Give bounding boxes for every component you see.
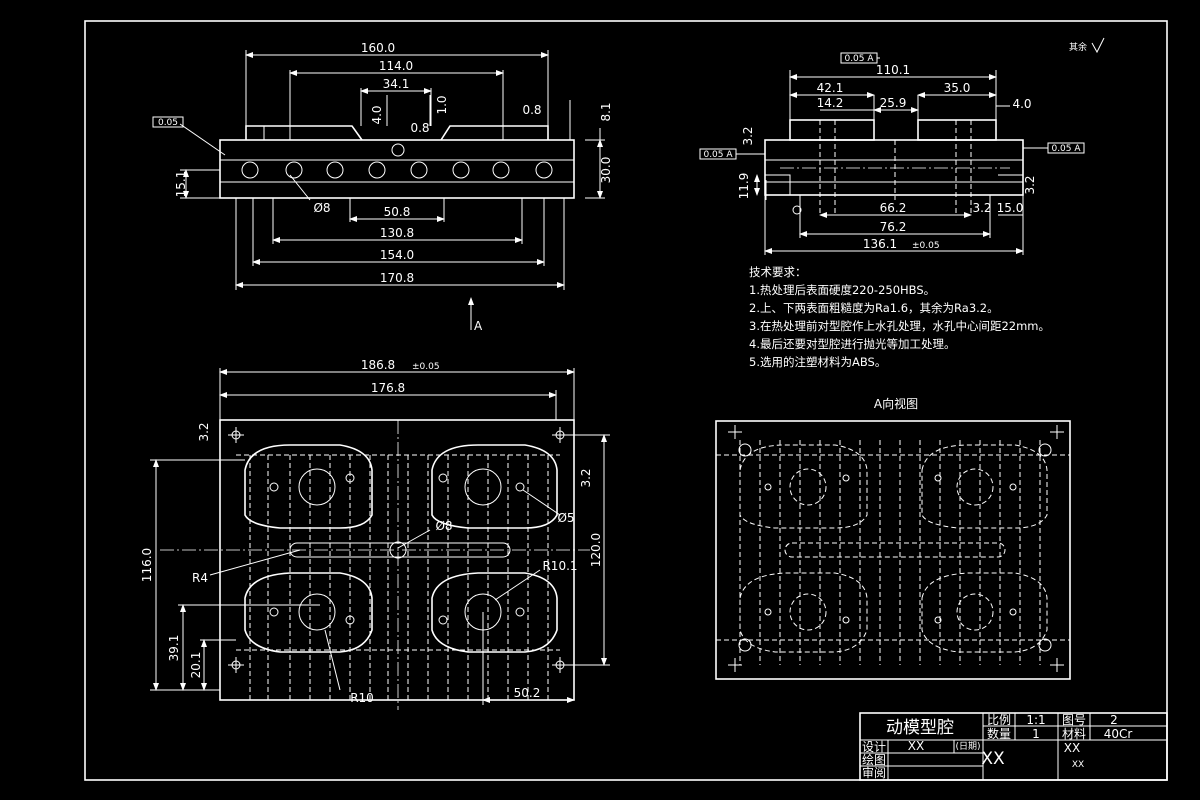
surface-finish-rest: 其余	[1069, 41, 1087, 53]
part-name: 动模型腔	[886, 718, 954, 738]
dim-15-side: 15.0	[997, 201, 1024, 215]
dim-186: 186.8	[361, 358, 395, 372]
side-section-view: 110.1 42.1 14.2 25.9 35.0 4.0 3.2 11.9 6…	[699, 37, 1105, 255]
dim-76: 76.2	[880, 220, 907, 234]
design-label: 设计	[862, 740, 886, 754]
review-label: 审阅	[862, 765, 886, 780]
sheet-border	[84, 20, 1168, 781]
front-body	[219, 139, 575, 199]
dim-34: 34.1	[383, 77, 410, 91]
requirement-4: 4.最后还要对型腔进行抛光等加工处理。	[749, 337, 955, 351]
dim-20: 20.1	[189, 652, 203, 679]
dim-66: 66.2	[880, 201, 907, 215]
dim-phi8: Ø8	[313, 201, 330, 215]
plan-view: 186.8 ±0.05 176.8 3.2 3.2 Ø5 Ø8 116.0 12…	[140, 358, 610, 710]
requirement-1: 1.热处理后表面硬度220-250HBS。	[749, 283, 935, 297]
dim-110: 110.1	[876, 63, 910, 77]
technical-requirements: 技术要求： 1.热处理后表面硬度220-250HBS。 2.上、下两表面粗糙度为…	[749, 265, 1050, 369]
dim-11: 11.9	[737, 173, 751, 200]
front-section-view: 160.0 114.0 34.1 4.0 1.0 0.8 0.8 8.1 30.…	[152, 41, 613, 333]
dim-160: 160.0	[361, 41, 395, 55]
parallelism-3: 0.05 A	[1051, 144, 1081, 154]
qty-value: 1	[1032, 727, 1040, 741]
roughness-0.8b: 0.8	[522, 103, 541, 117]
dim-50.8: 50.8	[384, 205, 411, 219]
view-a-title: A向视图	[874, 396, 918, 411]
dim-4: 4.0	[370, 105, 384, 124]
dim-phi5: Ø5	[557, 511, 574, 525]
dim-130.8: 130.8	[380, 226, 414, 240]
dim-r10.1: R10.1	[542, 559, 577, 573]
scale-label: 比例	[987, 713, 1011, 727]
dim-136: 136.1	[863, 237, 897, 251]
scale-value: 1:1	[1026, 713, 1045, 727]
dim-114: 114.0	[379, 59, 413, 73]
dim-30: 30.0	[599, 157, 613, 184]
qty-label: 数量	[987, 726, 1011, 741]
drawing-no-value: 2	[1110, 713, 1118, 727]
draw-label: 绘图	[862, 752, 886, 767]
drawing-no-label: 图号	[1062, 713, 1086, 727]
roughness-3.2-plan-b: 3.2	[579, 468, 593, 487]
dim-176: 176.8	[371, 381, 405, 395]
dim-136-tolerance: ±0.05	[912, 241, 940, 251]
requirement-5: 5.选用的注塑材料为ABS。	[749, 355, 886, 369]
design-value: XX	[908, 739, 924, 753]
school-name: XX	[1064, 741, 1080, 755]
view-arrow-a: A	[474, 319, 483, 333]
flatness-tolerance: 0.05	[158, 118, 178, 128]
parallelism-1: 0.05 A	[844, 54, 874, 64]
roughness-3.2c: 3.2	[1023, 175, 1037, 194]
dim-42: 42.1	[817, 81, 844, 95]
dim-25: 25.9	[880, 96, 907, 110]
material-value: 40Cr	[1104, 727, 1133, 741]
dim-35: 35.0	[944, 81, 971, 95]
dim-39: 39.1	[167, 635, 181, 662]
title-block: 动模型腔 比例 1:1 图号 2 数量 1 材料 40Cr 设计 XX (日期)…	[859, 712, 1168, 781]
dim-170.8: 170.8	[380, 271, 414, 285]
roughness-3.2-side: 3.2	[741, 126, 755, 145]
requirements-title: 技术要求：	[749, 265, 807, 279]
company-name: XX	[981, 749, 1005, 769]
dim-1: 1.0	[435, 95, 449, 114]
dim-r10: R10	[350, 691, 374, 705]
school-sub: XX	[1072, 760, 1084, 770]
dim-120: 120.0	[589, 533, 603, 567]
parallelism-2: 0.05 A	[703, 150, 733, 160]
dim-r4: R4	[192, 571, 208, 585]
dim-15: 15.1	[174, 171, 188, 198]
dim-50.2: 50.2	[514, 686, 541, 700]
dim-154: 154.0	[380, 248, 414, 262]
roughness-3.2-plan: 3.2	[197, 422, 211, 441]
date-label: (日期)	[955, 741, 980, 752]
dim-8.1: 8.1	[599, 102, 613, 121]
dim-phi8-plan: Ø8	[435, 519, 452, 533]
requirement-3: 3.在热处理前对型腔作上水孔处理，水孔中心间距22mm。	[749, 319, 1050, 333]
roughness-3.2b: 3.2	[972, 201, 991, 215]
dim-4-side: 4.0	[1012, 97, 1031, 111]
requirement-2: 2.上、下两表面粗糙度为Ra1.6，其余为Ra3.2。	[749, 301, 999, 315]
material-label: 材料	[1062, 727, 1086, 741]
roughness-0.8a: 0.8	[410, 121, 429, 135]
view-a: A向视图	[715, 396, 1071, 680]
dim-116: 116.0	[140, 548, 154, 582]
dim-14: 14.2	[817, 96, 844, 110]
dim-186-tolerance: ±0.05	[412, 362, 440, 372]
